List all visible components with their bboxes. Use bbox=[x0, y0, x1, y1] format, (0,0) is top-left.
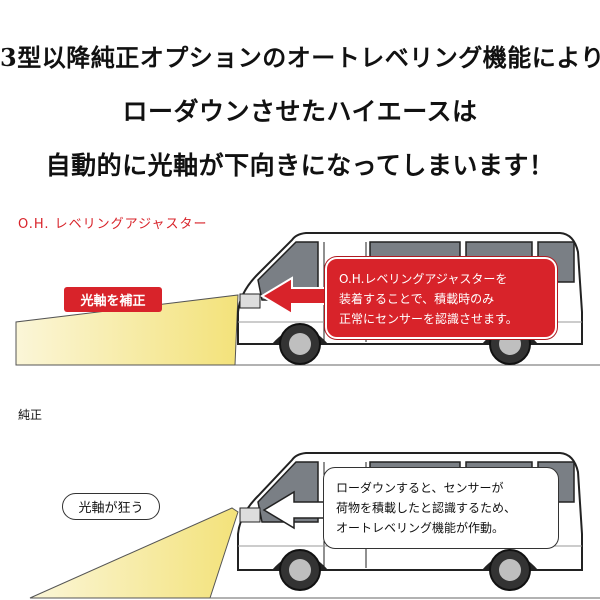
stock-section-label: 純正 bbox=[18, 408, 43, 422]
adjuster-section-label: O.H. レベリングアジャスター bbox=[18, 217, 208, 232]
misaligned-axis-tag: 光軸が狂う bbox=[62, 493, 160, 520]
adjuster-callout-line-2: 装着することで、積載時のみ bbox=[339, 292, 495, 306]
stock-callout-line-1: ローダウンすると、センサーが bbox=[336, 481, 504, 495]
headline-line-1: 3型以降純正オプションのオートレベリング機能により bbox=[0, 43, 600, 72]
stock-callout-line-2: 荷物を積載したと認識するため、 bbox=[336, 501, 517, 515]
adjuster-callout: O.H.レベリングアジャスターを 装着することで、積載時のみ 正常にセンサーを認… bbox=[325, 257, 557, 339]
stock-callout-line-3: オートレベリング機能が作動。 bbox=[336, 521, 505, 535]
correct-axis-tag: 光軸を補正 bbox=[64, 287, 162, 312]
headlight-beam-misaligned bbox=[29, 507, 239, 599]
headline-line-3: 自動的に光軸が下向きになってしまいます！ bbox=[45, 151, 555, 180]
stock-callout: ローダウンすると、センサーが 荷物を積載したと認識するため、 オートレベリング機… bbox=[323, 467, 559, 549]
adjuster-callout-line-3: 正常にセンサーを認識させます。 bbox=[339, 312, 518, 326]
adjuster-callout-line-1: O.H.レベリングアジャスターを bbox=[339, 272, 508, 286]
headline-line-2: ローダウンさせたハイエースは bbox=[122, 97, 478, 126]
